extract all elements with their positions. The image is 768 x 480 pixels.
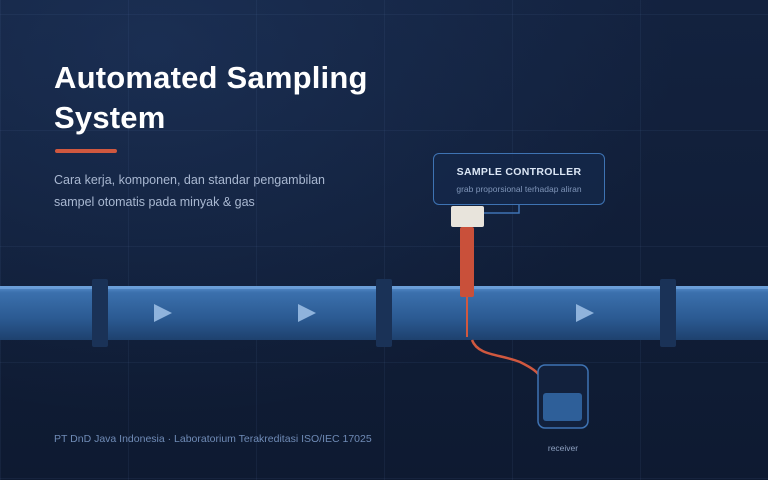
sampler-probe	[460, 227, 474, 297]
pipe-flange	[92, 279, 108, 347]
sample-line	[470, 339, 543, 379]
receiver-label: receiver	[547, 443, 579, 453]
pipe-flange	[660, 279, 676, 347]
sampler-probe-tip	[466, 297, 468, 337]
receiver-liquid	[543, 393, 582, 421]
flow-arrow-icon	[576, 304, 594, 322]
controller-signal-line	[484, 205, 520, 214]
page-subtitle: Cara kerja, komponen, dan standar pengam…	[54, 173, 326, 209]
controller-subtitle: grab proporsional terhadap aliran	[456, 184, 582, 194]
pipe-flange	[376, 279, 392, 347]
flow-arrow-icon	[154, 304, 172, 322]
sampler-head	[451, 206, 484, 227]
footer-text: PT DnD Java Indonesia · Laboratorium Ter…	[54, 433, 372, 445]
controller-title: SAMPLE CONTROLLER	[456, 166, 582, 178]
title-accent-bar	[55, 149, 117, 153]
page-title: Automated Sampling System	[54, 60, 368, 135]
flow-arrow-icon	[298, 304, 316, 322]
sample-controller-box: SAMPLE CONTROLLER grab proporsional terh…	[433, 153, 605, 205]
